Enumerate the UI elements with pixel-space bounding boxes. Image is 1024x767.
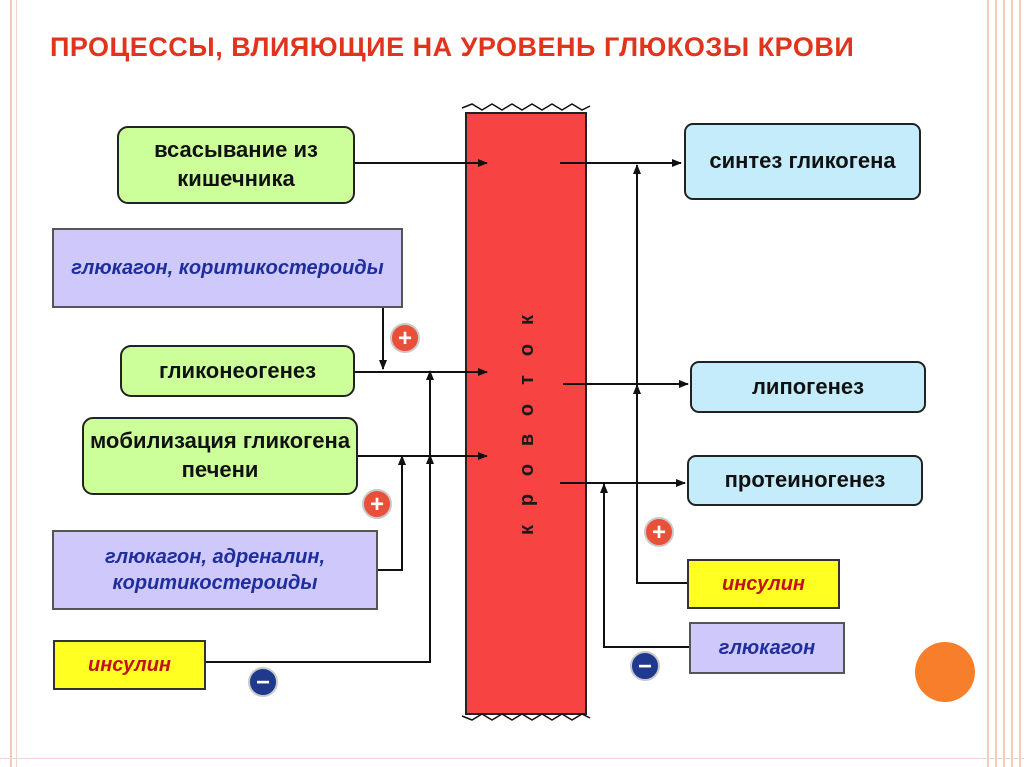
bloodstream-top-edge (461, 103, 591, 111)
insulin-left-box: инсулин (53, 640, 206, 690)
svg-text:+: + (652, 519, 666, 546)
absorption-label: всасывание из кишечника (154, 137, 318, 191)
glucagon-right-box: глюкагон (689, 622, 845, 674)
frame-border-left-inner (16, 0, 17, 767)
bloodstream-bar (465, 112, 587, 715)
insulin-right-box: инсулин (687, 559, 840, 609)
minus-icon: − (248, 667, 278, 697)
decorative-orange-circle (915, 642, 975, 702)
hormones-gluconeogenesis-box: глюкагон, коритикостероиды (52, 228, 403, 308)
svg-text:−: − (638, 653, 652, 680)
lipogenesis-label: липогенез (751, 373, 865, 399)
proteinogenesis-label: протеиногенез (724, 467, 886, 493)
minus-icon: − (630, 651, 660, 681)
lipogenesis-box: липогенез (690, 361, 926, 413)
plus-icon: + (644, 517, 674, 547)
gluconeogenesis-label: гликонеогенез (158, 357, 317, 383)
plus-icon: + (390, 323, 420, 353)
proteinogenesis-box: протеиногенез (687, 455, 923, 506)
plus-icon: + (362, 489, 392, 519)
line-glucagon-inhibition-right (600, 483, 689, 648)
glycogen-mobilization-box: мобилизация гликогена печени (82, 417, 358, 495)
hormones-gluconeogenesis-label: глюкагон, коритикостероиды (71, 257, 384, 279)
frame-border-right (984, 0, 1024, 767)
insulin-left-label: инсулин (87, 654, 172, 676)
frame-border-left (10, 0, 12, 767)
bloodstream-bottom-edge (461, 713, 591, 721)
arrow-hormones-to-mobilization (378, 455, 406, 571)
glucagon-right-label: глюкагон (718, 637, 816, 659)
absorption-box: всасывание из кишечника (117, 126, 355, 204)
hormones-mobilization-label: глюкагон, адреналин, коритикостероиды (104, 546, 326, 594)
svg-text:−: − (256, 669, 270, 696)
glycogen-mobilization-label: мобилизация гликогена печени (89, 428, 351, 482)
svg-text:+: + (398, 325, 412, 352)
insulin-right-label: инсулин (721, 573, 806, 595)
svg-text:+: + (370, 491, 384, 518)
glycogen-synthesis-box: синтез гликогена (684, 123, 921, 200)
frame-border-bottom (0, 758, 1024, 759)
glycogen-synthesis-label: синтез гликогена (709, 148, 896, 174)
page-title: Процессы, влияющие на уровень глюкозы кр… (50, 32, 855, 62)
line-insulin-activation-right (633, 164, 689, 584)
hormones-mobilization-box: глюкагон, адреналин, коритикостероиды (52, 530, 378, 610)
gluconeogenesis-box: гликонеогенез (120, 345, 355, 397)
